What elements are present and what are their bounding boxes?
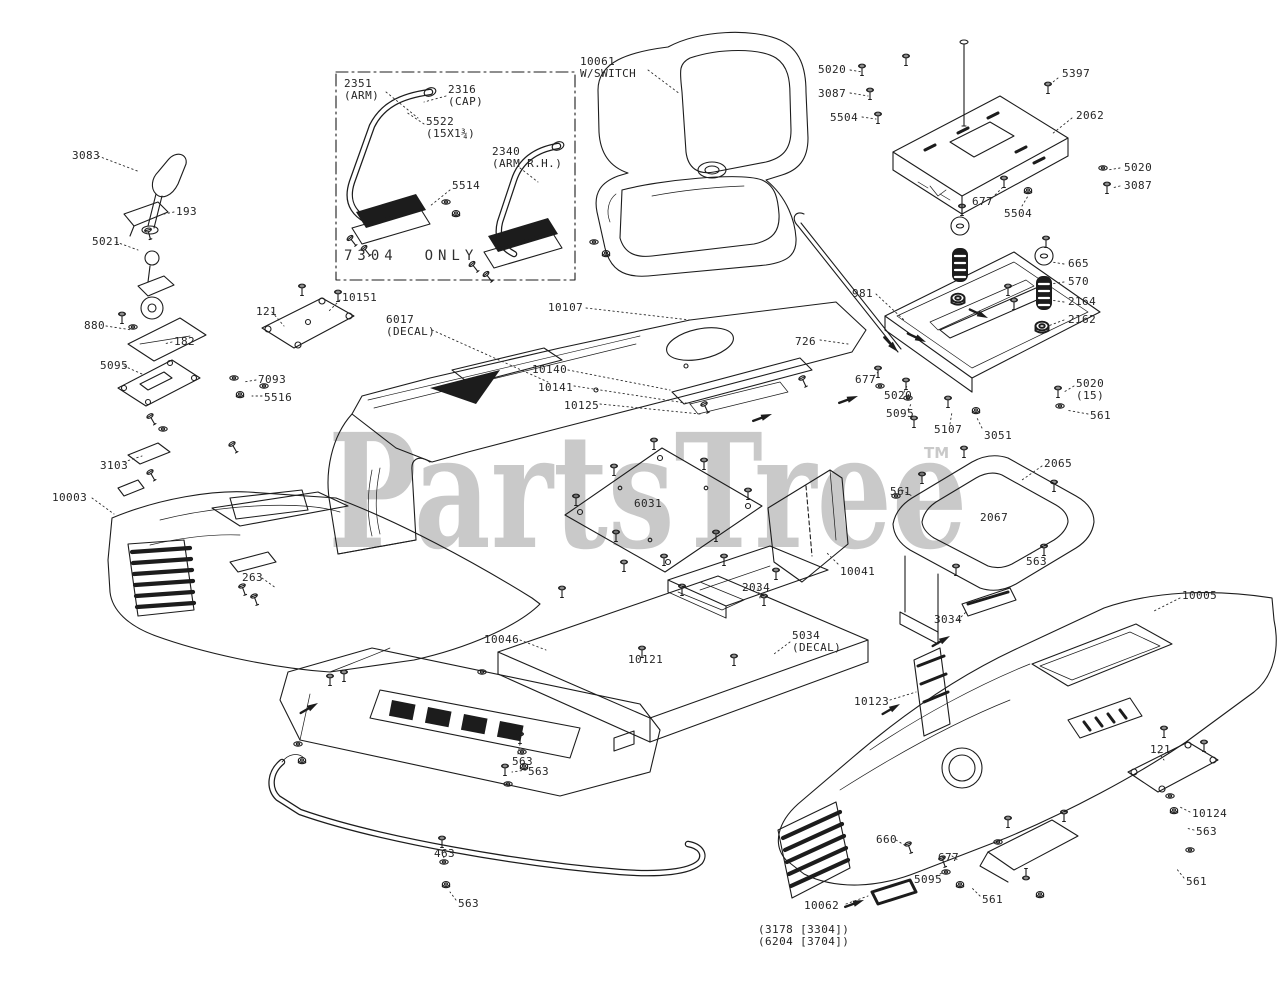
leader-line [271,311,285,327]
front-bumper [268,754,706,877]
leader-line [1021,195,1029,207]
leader-line [773,641,791,655]
leader-line [907,401,913,411]
leader-line [1021,465,1043,481]
leader-line [875,293,905,321]
seat [595,31,809,277]
leader-line [163,341,173,345]
leader-line [429,189,451,207]
right-fender [777,592,1277,899]
armrest-kit-box [335,71,576,281]
leader-line [1051,261,1065,265]
side-strips [879,587,1017,737]
leader-line [511,769,527,773]
console [327,301,867,555]
leader-line [431,329,549,383]
leader-line [895,839,907,847]
callout-leader-lines [91,69,1195,905]
shift-lever-group [117,153,207,497]
leader-line [1157,751,1165,761]
leader-line [935,871,945,877]
leader-line [573,385,693,405]
leader-line [517,743,521,755]
leader-line [901,489,913,497]
leader-line [1047,319,1065,327]
leader-line [423,95,447,103]
leader-line [261,577,277,589]
leader-line [123,455,143,463]
leader-line [825,551,839,565]
leader-line [449,891,457,901]
leader-line [243,379,257,383]
leader-line [115,241,139,251]
leader-line [405,111,425,125]
leader-line [1107,167,1121,171]
leader-line [889,691,917,701]
leader-line [849,92,869,97]
console-cover-plate [261,297,355,349]
leader-line [845,895,869,905]
leader-line [957,611,967,621]
leader-line [519,167,539,183]
leader-line [861,116,877,120]
partstree-watermark: PartsTree [328,400,968,585]
seat-spring-assembly [793,203,1101,393]
leader-line [819,339,849,345]
leader-line [163,211,175,215]
leader-line [91,497,115,515]
leader-line [123,365,143,375]
leader-line [1111,185,1121,189]
left-fender [107,489,541,673]
leader-line [97,155,141,173]
leader-line [873,369,881,377]
leader-line [585,307,691,321]
leader-line [1185,827,1195,831]
leader-line [647,69,681,95]
dash-panel [279,647,661,797]
leader-line [971,887,981,897]
leader-line [1047,77,1059,87]
leader-line [1063,385,1075,393]
rear-cover-plates [842,741,1219,912]
leader-line [519,639,547,651]
leader-line [599,403,701,415]
leader-line [949,411,953,425]
leader-line [849,69,863,73]
leader-line [975,415,983,429]
leader-line [327,299,341,313]
leader-line [441,851,445,859]
leader-line [1151,597,1181,613]
leader-line [1049,299,1065,303]
leader-line [757,587,761,599]
seat-mounting-plate [892,39,1069,215]
leader-line [567,369,671,391]
leader-line [1065,409,1089,415]
leader-line [951,855,959,861]
floor-pan [497,545,869,752]
leader-line [105,325,133,331]
leader-line [903,383,909,393]
support-wedge-panel [767,469,849,583]
hardware [118,53,1208,899]
leader-line [1175,867,1185,879]
leader-line [1051,117,1073,135]
leader-line [1177,805,1191,813]
trademark-symbol: TM [924,444,950,462]
flat-cover-panel [564,447,763,573]
leader-line [1029,547,1041,555]
